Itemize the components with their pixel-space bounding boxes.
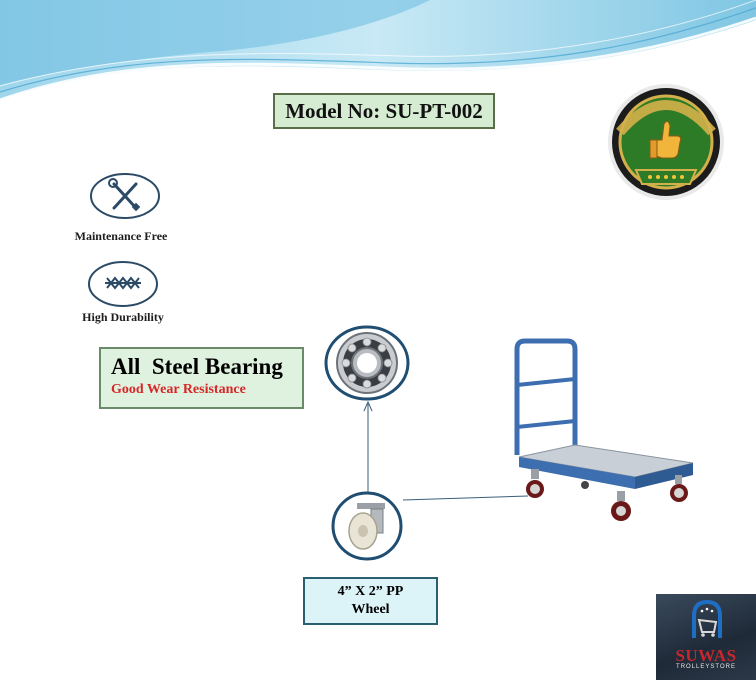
header-wave-decoration xyxy=(0,0,756,102)
durability-icon xyxy=(88,261,158,307)
model-number-box: Model No: SU-PT-002 xyxy=(273,93,495,129)
bearing-title: All Steel Bearing xyxy=(111,354,283,379)
feature-label-durability: High Durability xyxy=(82,310,164,324)
caster-wheel-image xyxy=(331,491,403,561)
logo-tagline: TROLLEYSTORE xyxy=(676,664,736,670)
wheel-line2: Wheel xyxy=(351,602,390,617)
platform-trolley-image xyxy=(514,338,694,521)
bearing-subtitle: Good Wear Resistance xyxy=(111,382,246,397)
model-number-label: Model No: SU-PT-002 xyxy=(285,98,483,123)
wheel-line1: 4” X 2” PP xyxy=(337,584,404,599)
logo-name: SUWAS xyxy=(675,646,737,665)
feature-label-maintenance: Maintenance Free xyxy=(74,229,168,243)
ball-bearing-image xyxy=(324,325,410,401)
bearing-info-box: All Steel Bearing Good Wear Resistance xyxy=(99,347,304,409)
shopping-cart-icon xyxy=(692,600,722,638)
suwas-logo: SUWAS TROLLEYSTORE xyxy=(656,594,756,680)
wrench-screwdriver-icon xyxy=(90,173,160,219)
wheel-info-box: 4” X 2” PP Wheel xyxy=(303,577,438,625)
best-price-best-quality-badge-icon xyxy=(608,84,724,200)
